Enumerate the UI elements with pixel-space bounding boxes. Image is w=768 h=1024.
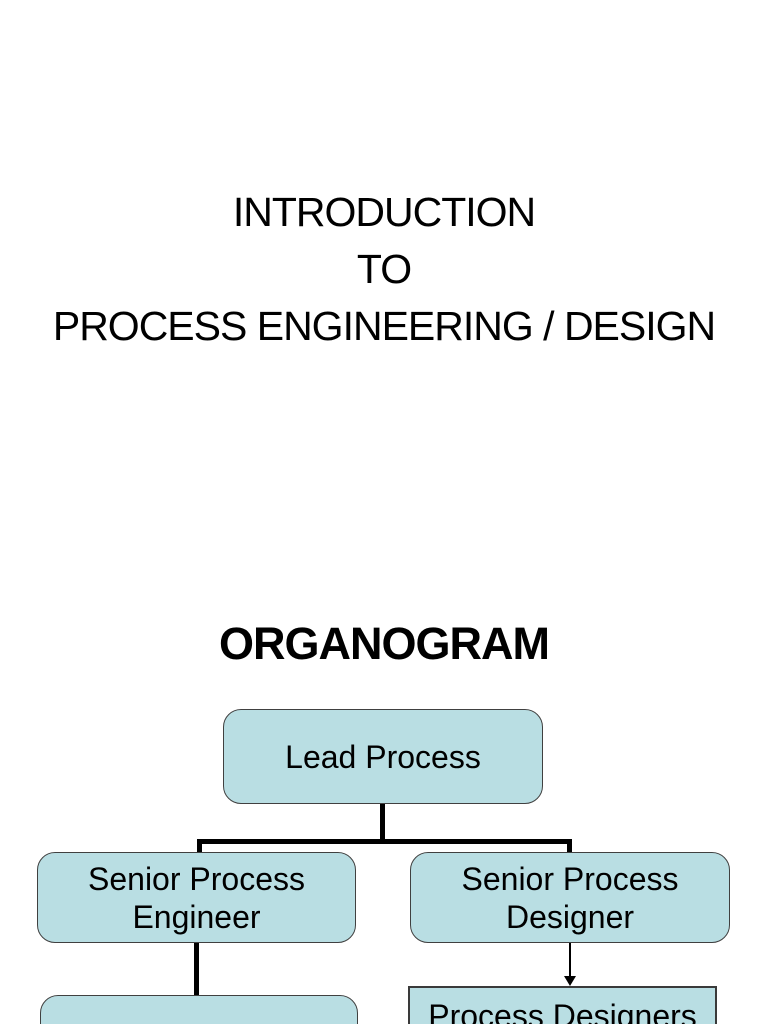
org-node-label-line2: Engineer (132, 898, 261, 935)
org-node-label: Lead Process (285, 738, 481, 775)
connector-lead-vertical (380, 804, 385, 844)
title-line-1: INTRODUCTION (232, 189, 536, 235)
connector-engineer-vertical (194, 943, 199, 996)
title-line-2: TO (356, 246, 412, 292)
connector-designer-arrow-line (569, 943, 571, 977)
connector-stub-right (567, 839, 572, 853)
org-node-process-designers: Process Designers (408, 986, 717, 1024)
org-node-label-line2: Designer (505, 898, 635, 935)
organogram-heading: ORGANOGRAM (219, 618, 550, 669)
connector-horizontal (197, 839, 572, 844)
org-node-senior-process-designer: Senior Process Designer (410, 852, 730, 943)
org-node-senior-process-engineer: Senior Process Engineer (37, 852, 356, 943)
org-node-label: Process Designers (428, 998, 697, 1024)
org-node-engineer-subordinate-partial (40, 995, 358, 1024)
presentation-title: INTRODUCTION TO PROCESS ENGINEERING / DE… (0, 184, 768, 355)
org-node-label-line1: Senior Process (88, 860, 305, 897)
connector-arrowhead-icon (564, 976, 576, 986)
connector-stub-left (197, 839, 202, 853)
org-node-lead-process: Lead Process (223, 709, 543, 804)
org-node-label-line1: Senior Process (461, 860, 679, 897)
title-line-3: PROCESS ENGINEERING / DESIGN (52, 303, 716, 349)
